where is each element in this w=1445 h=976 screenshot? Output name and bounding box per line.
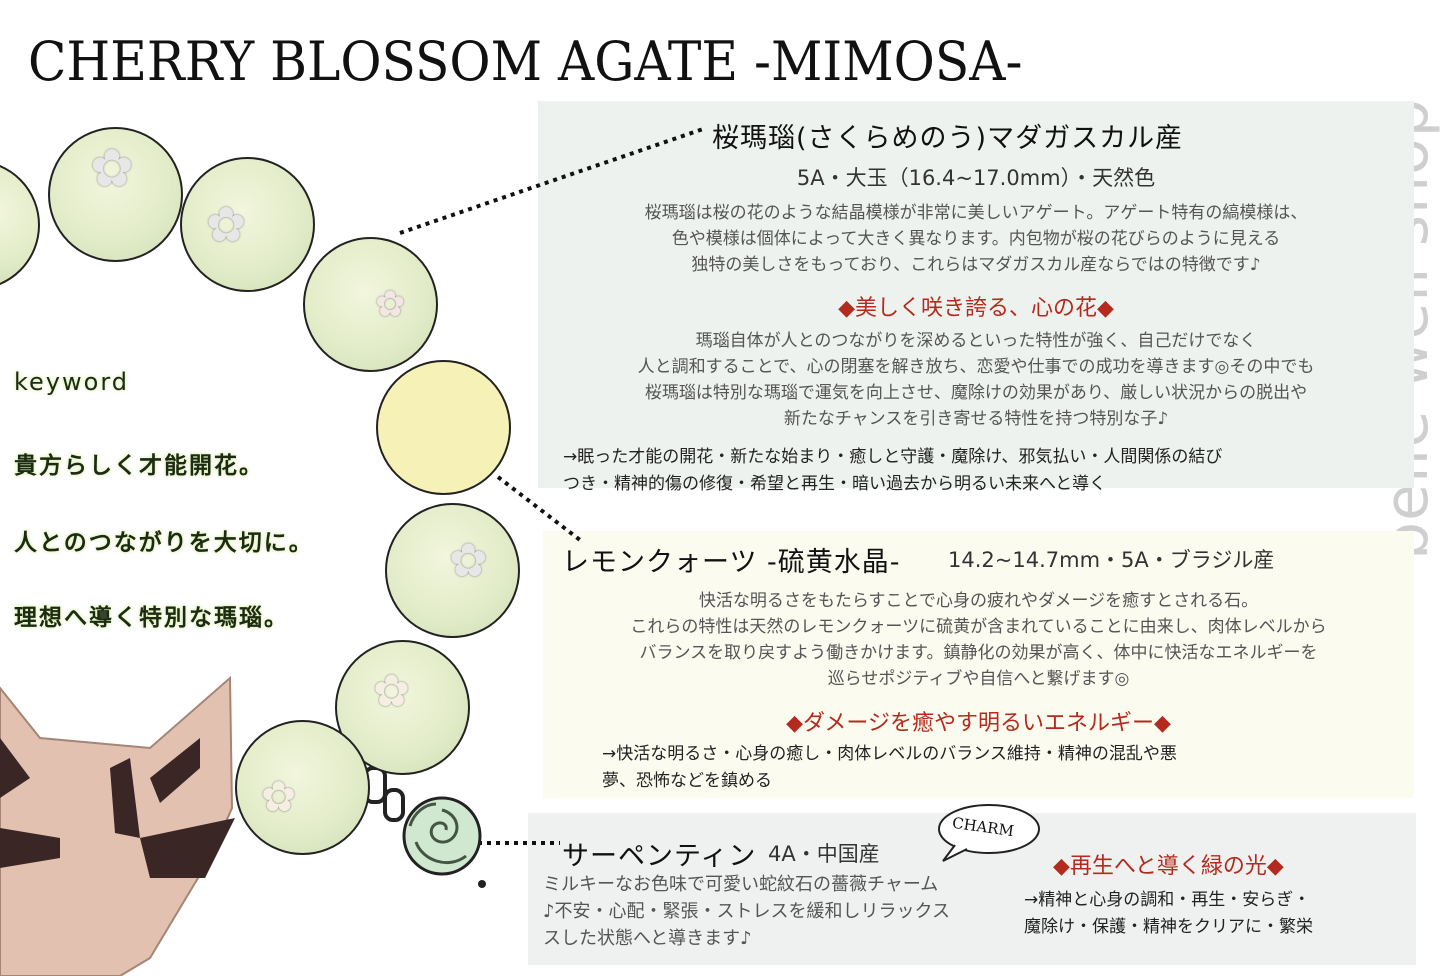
serpentine-effects-1: →精神と心身の調和・再生・安らぎ・ (1024, 890, 1311, 910)
blossom-icon: ✿ (375, 284, 406, 325)
bead-sakura: ✿ (180, 157, 315, 292)
sakura-desc-2: 色や模様は個体によって大きく異なります。内包物が桜の花びらのように見える (671, 229, 1281, 249)
page-title: CHERRY BLOSSOM AGATE -MIMOSA- (28, 30, 1023, 93)
sakura-desc2-4: 新たなチャンスを引き寄せる特性を持つ特別な子♪ (783, 409, 1169, 429)
blossom-icon: ✿ (373, 666, 410, 717)
fox-mask-icon (0, 675, 235, 976)
lemon-effects-2: 夢、恐怖などを鎮める (602, 771, 772, 791)
sakura-effects-1: →眠った才能の開花・新たな始まり・癒しと守護・魔除け、邪気払い・人間関係の結び (563, 447, 1223, 467)
serpentine-title: サーペンティン (562, 841, 757, 872)
sakura-effects-2: つき・精神的傷の修復・希望と再生・暗い過去から明るい未来へと導く (563, 474, 1107, 494)
lemon-desc-1: 快活な明るさをもたらすことで心身の疲れやダメージを癒すとされる石。 (698, 591, 1259, 611)
bead-sakura: ✿ (303, 237, 438, 372)
lemon-panel (543, 531, 1414, 798)
charm-speech-bubble-icon (938, 804, 1040, 862)
keyword-line-2: 人とのつながりを大切に。 (14, 530, 314, 556)
serpentine-spec: 4A・中国産 (768, 842, 880, 866)
lemon-effects-1: →快活な明るさ・心身の癒し・肉体レベルのバランス維持・精神の混乱や悪 (602, 744, 1177, 764)
sakura-desc2-3: 桜瑪瑙は特別な瑪瑙で運気を向上させ、魔除けの効果があり、厳しい状況からの脱出や (644, 383, 1308, 403)
sakura-desc2-2: 人と調和することで、心の閉塞を解き放ち、恋愛や仕事での成功を導きます◎その中でも (637, 357, 1315, 377)
lemon-spec: 14.2~14.7mm・5A・ブラジル産 (948, 548, 1275, 572)
blossom-icon: ✿ (261, 772, 297, 821)
serpentine-highlight: ◆再生へと導く緑の光◆ (1053, 854, 1284, 879)
chain-link-icon (383, 788, 405, 822)
sakura-desc-1: 桜瑪瑙は桜の花のような結晶模様が非常に美しいアゲート。アゲート特有の縞模様は、 (644, 203, 1308, 223)
bead-sakura: ✿ (235, 720, 370, 855)
sakura-title: 桜瑪瑙(さくらめのう)マダガスカル産 (712, 123, 1184, 154)
rose-charm-icon (402, 796, 486, 888)
bead-lemon-quartz (376, 360, 511, 495)
serpentine-effects-2: 魔除け・保護・精神をクリアに・繁栄 (1024, 917, 1313, 937)
keyword-heading: keyword (14, 368, 130, 396)
keyword-line-1: 貴方らしく才能開花。 (14, 453, 264, 479)
sakura-spec: 5A・大玉（16.4~17.0mm）・天然色 (796, 166, 1156, 190)
blossom-icon: ✿ (90, 139, 134, 199)
keyword-line-3: 理想へ導く特別な瑪瑙。 (14, 605, 289, 631)
serpentine-desc-2: ♪不安・心配・緊張・ストレスを緩和しリラックス (543, 901, 950, 922)
lemon-highlight: ◆ダメージを癒やす明るいエネルギー◆ (786, 711, 1171, 736)
bead-sakura: ✿ (385, 503, 520, 638)
bead-sakura: ✿ (48, 127, 183, 262)
sakura-panel (538, 101, 1414, 488)
blossom-icon: ✿ (206, 197, 247, 253)
sakura-highlight: ◆美しく咲き誇る、心の花◆ (838, 296, 1114, 321)
lemon-desc-2: これらの特性は天然のレモンクォーツに硫黄が含まれていることに由来し、肉体レベルか… (630, 617, 1327, 637)
sakura-desc2-1: 瑪瑙自体が人とのつながりを深めるといった特性が強く、自己だけでなく (695, 331, 1257, 351)
serpentine-desc-3: スした状態へと導きます♪ (543, 928, 752, 949)
lemon-title: レモンクォーツ -硫黄水晶- (562, 547, 901, 578)
blossom-icon: ✿ (449, 533, 488, 587)
sakura-desc-3: 独特の美しさをもっており、これらはマダガスカル産ならではの特徴です♪ (691, 255, 1261, 275)
lemon-desc-4: 巡らせポジティブや自信へと繋げます◎ (827, 669, 1130, 689)
lemon-desc-3: バランスを取り戻すよう働きかけます。鎮静化の効果が高く、体中に快活なエネルギーを (639, 643, 1318, 663)
serpentine-desc-1: ミルキーなお色味で可愛い蛇紋石の薔薇チャーム (543, 874, 939, 895)
